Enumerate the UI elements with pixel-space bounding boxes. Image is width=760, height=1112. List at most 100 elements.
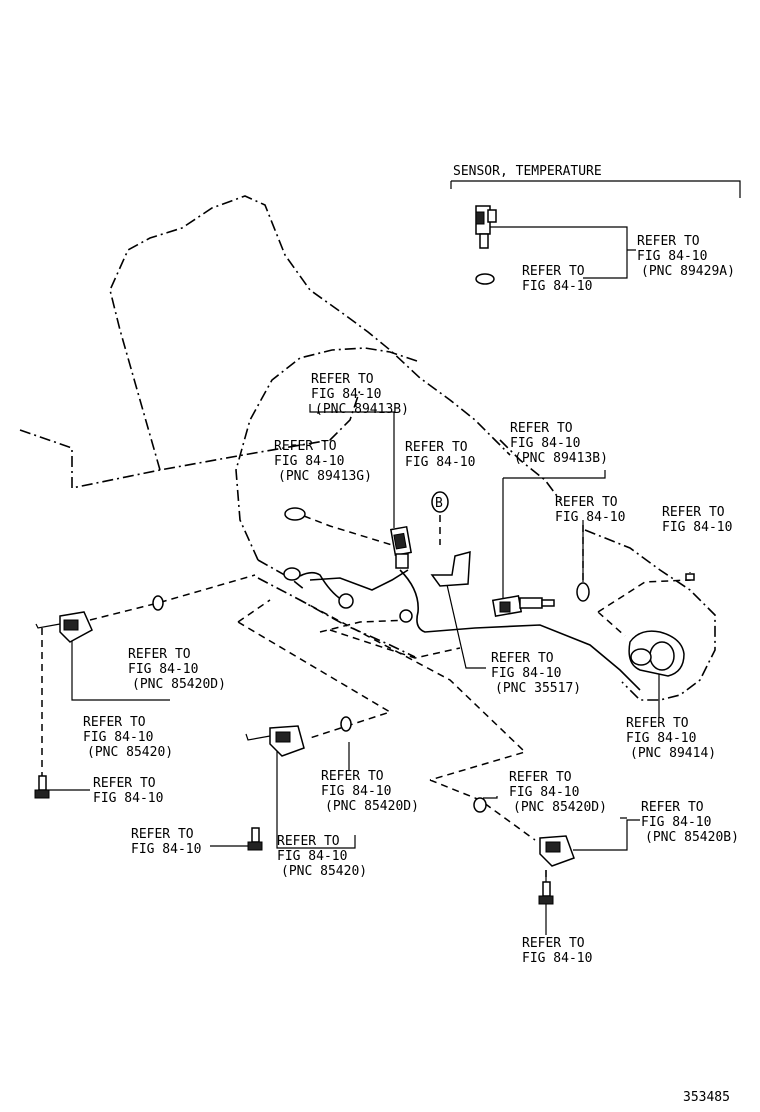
callout-line: REFER TO: [555, 495, 618, 510]
callout-line: REFER TO: [509, 770, 572, 785]
clip: [685, 573, 695, 581]
marker-b: B: [431, 491, 449, 513]
callout-line: FIG 84-10: [509, 785, 579, 800]
callout-line: REFER TO: [83, 715, 146, 730]
bracket: [430, 551, 471, 587]
callout-line: REFER TO: [321, 769, 384, 784]
callout-line: FIG 84-10: [311, 387, 381, 402]
o-ring: [475, 273, 495, 285]
speed-sensor: [389, 525, 413, 569]
callout-line: (PNC 85420D): [513, 800, 607, 815]
callout-line: REFER TO: [662, 505, 725, 520]
callout-line: FIG 84-10: [321, 784, 391, 799]
callout-line: FIG 84-10: [641, 815, 711, 830]
vehicle-speed-sensor: [491, 594, 555, 618]
callout-line: (PNC 89413B): [315, 402, 409, 417]
callout-line: REFER TO: [522, 936, 585, 951]
right-lower-sensor: [539, 835, 575, 867]
o-ring-right: [576, 582, 590, 602]
callout-line: (PNC 85420D): [132, 677, 226, 692]
o-ring-left: [152, 595, 164, 611]
leader-brackets: [43, 226, 660, 935]
figure-number: 353485: [683, 1090, 730, 1105]
callout-line: FIG 84-10: [522, 279, 592, 294]
callout-line: FIG 84-10: [510, 436, 580, 451]
callout-line: FIG 84-10: [131, 842, 201, 857]
header-title: SENSOR, TEMPERATURE: [453, 164, 602, 179]
callout-line: (PNC 85420): [281, 864, 367, 879]
callout-line: REFER TO: [311, 372, 374, 387]
callout-line: FIG 84-10: [522, 951, 592, 966]
callout-line: REFER TO: [93, 776, 156, 791]
o-ring-lower: [473, 797, 487, 813]
grommet: [283, 567, 301, 581]
callout-line: FIG 84-10: [277, 849, 347, 864]
callout-line: FIG 84-10: [405, 455, 475, 470]
callout-line: FIG 84-10: [555, 510, 625, 525]
callout-line: (PNC 89414): [630, 746, 716, 761]
callout-line: REFER TO: [405, 440, 468, 455]
callout-line: (PNC 89429A): [641, 264, 735, 279]
callout-line: FIG 84-10: [662, 520, 732, 535]
callout-line: FIG 84-10: [93, 791, 163, 806]
left-sensor: [35, 611, 93, 643]
callout-line: (PNC 89413B): [514, 451, 608, 466]
clamp-2: [399, 609, 413, 623]
callout-line: REFER TO: [491, 651, 554, 666]
callout-line: (PNC 85420): [87, 745, 173, 760]
middle-sensor: [245, 725, 305, 757]
callout-line: REFER TO: [626, 716, 689, 731]
callout-line: REFER TO: [131, 827, 194, 842]
marker-letter: B: [435, 496, 443, 511]
callout-line: FIG 84-10: [626, 731, 696, 746]
callout-line: (PNC 85420B): [645, 830, 739, 845]
callout-line: (PNC 85420D): [325, 799, 419, 814]
transmission-outline: [19, 195, 511, 489]
bolt-right: [538, 881, 554, 905]
callout-line: REFER TO: [128, 647, 191, 662]
callout-line: REFER TO: [510, 421, 573, 436]
callout-line: FIG 84-10: [128, 662, 198, 677]
callout-line: FIG 84-10: [491, 666, 561, 681]
callout-line: REFER TO: [274, 439, 337, 454]
case-outline: [235, 347, 421, 561]
callout-line: REFER TO: [277, 834, 340, 849]
callout-line: (PNC 89413G): [278, 469, 372, 484]
callout-line: (PNC 35517): [495, 681, 581, 696]
bolt-left: [34, 775, 50, 799]
o-ring-middle: [340, 716, 352, 732]
temperature-sensor: [475, 205, 497, 249]
header-bracket: [450, 180, 741, 198]
callout-line: FIG 84-10: [637, 249, 707, 264]
bolt-middle: [247, 827, 263, 851]
clamp: [338, 593, 354, 609]
callout-line: REFER TO: [522, 264, 585, 279]
callout-line: FIG 84-10: [274, 454, 344, 469]
sensor-rotor: [628, 630, 685, 677]
callout-line: REFER TO: [641, 800, 704, 815]
sensor-harness-wire: [299, 569, 641, 691]
callout-line: REFER TO: [637, 234, 700, 249]
gasket: [284, 507, 306, 521]
